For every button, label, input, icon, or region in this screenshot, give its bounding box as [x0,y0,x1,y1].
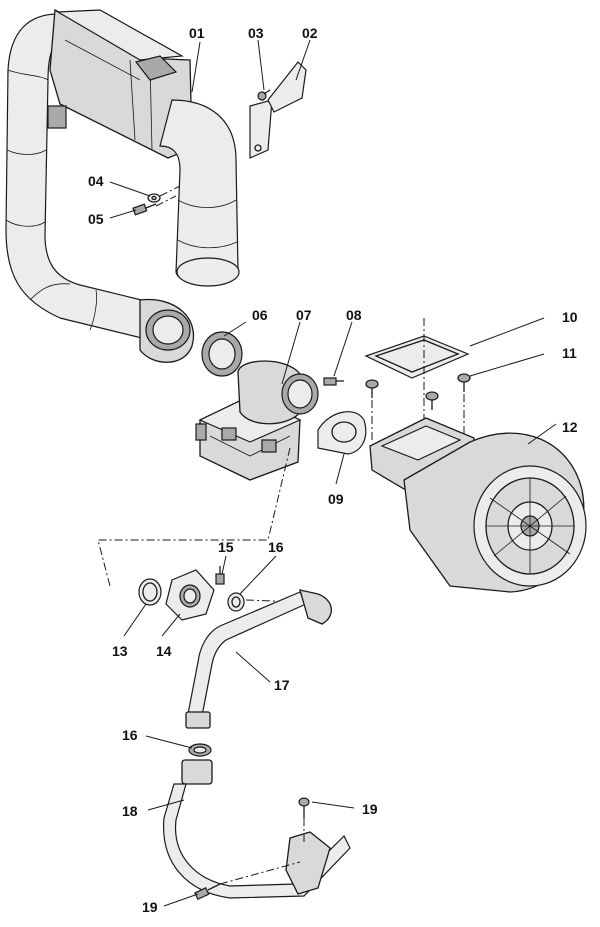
leader-lines [109,39,557,907]
part-06-seal-ring[interactable] [201,331,243,377]
callout-11: 11 [562,345,577,361]
callout-08: 08 [346,307,362,323]
callout-16-upper: 16 [268,539,284,555]
part-05-screw[interactable] [132,203,157,216]
part-16-o-ring-upper[interactable] [227,592,245,612]
callout-07: 07 [296,307,312,323]
part-02-mounting-bracket[interactable] [249,61,307,159]
callout-10: 10 [562,309,578,325]
part-11-screw-b[interactable] [457,373,471,392]
callout-04: 04 [88,173,104,189]
part-19-screw-lower[interactable] [194,883,221,901]
callout-14: 14 [156,643,172,659]
callout-01: 01 [189,25,205,41]
callout-12: 12 [562,419,578,435]
part-18-gas-pipe[interactable] [163,759,351,899]
part-14-flange[interactable] [165,569,215,621]
part-12-fan-blower[interactable] [369,417,587,593]
callout-18: 18 [122,803,138,819]
callout-03: 03 [248,25,264,41]
part-09-gasket[interactable] [317,411,367,455]
part-07-gas-valve[interactable] [195,360,319,481]
part-17-gas-pipe[interactable] [185,589,332,729]
part-08-screw[interactable] [323,377,344,386]
callout-15: 15 [218,539,234,555]
part-19-screw-upper[interactable] [298,797,310,818]
part-13-o-ring[interactable] [138,578,162,606]
part-15-screw[interactable] [215,566,225,585]
callout-labels: 01 02 03 04 05 06 07 08 09 10 11 12 13 1… [88,25,578,915]
part-11-screw-c[interactable] [425,391,439,410]
callout-17: 17 [274,677,290,693]
callout-02: 02 [302,25,318,41]
callout-13: 13 [112,643,128,659]
part-16-washer-lower[interactable] [188,743,212,757]
callout-19-upper: 19 [362,801,378,817]
callout-19-lower: 19 [142,899,158,915]
part-01-intake-duct[interactable] [5,8,240,363]
part-04-washer[interactable] [147,193,161,203]
part-11-screw-a[interactable] [365,379,379,398]
callout-09: 09 [328,491,344,507]
callout-06: 06 [252,307,268,323]
part-10-gasket[interactable] [364,335,470,379]
part-03-screw[interactable] [257,89,271,101]
callout-05: 05 [88,211,104,227]
callout-16-lower: 16 [122,727,138,743]
